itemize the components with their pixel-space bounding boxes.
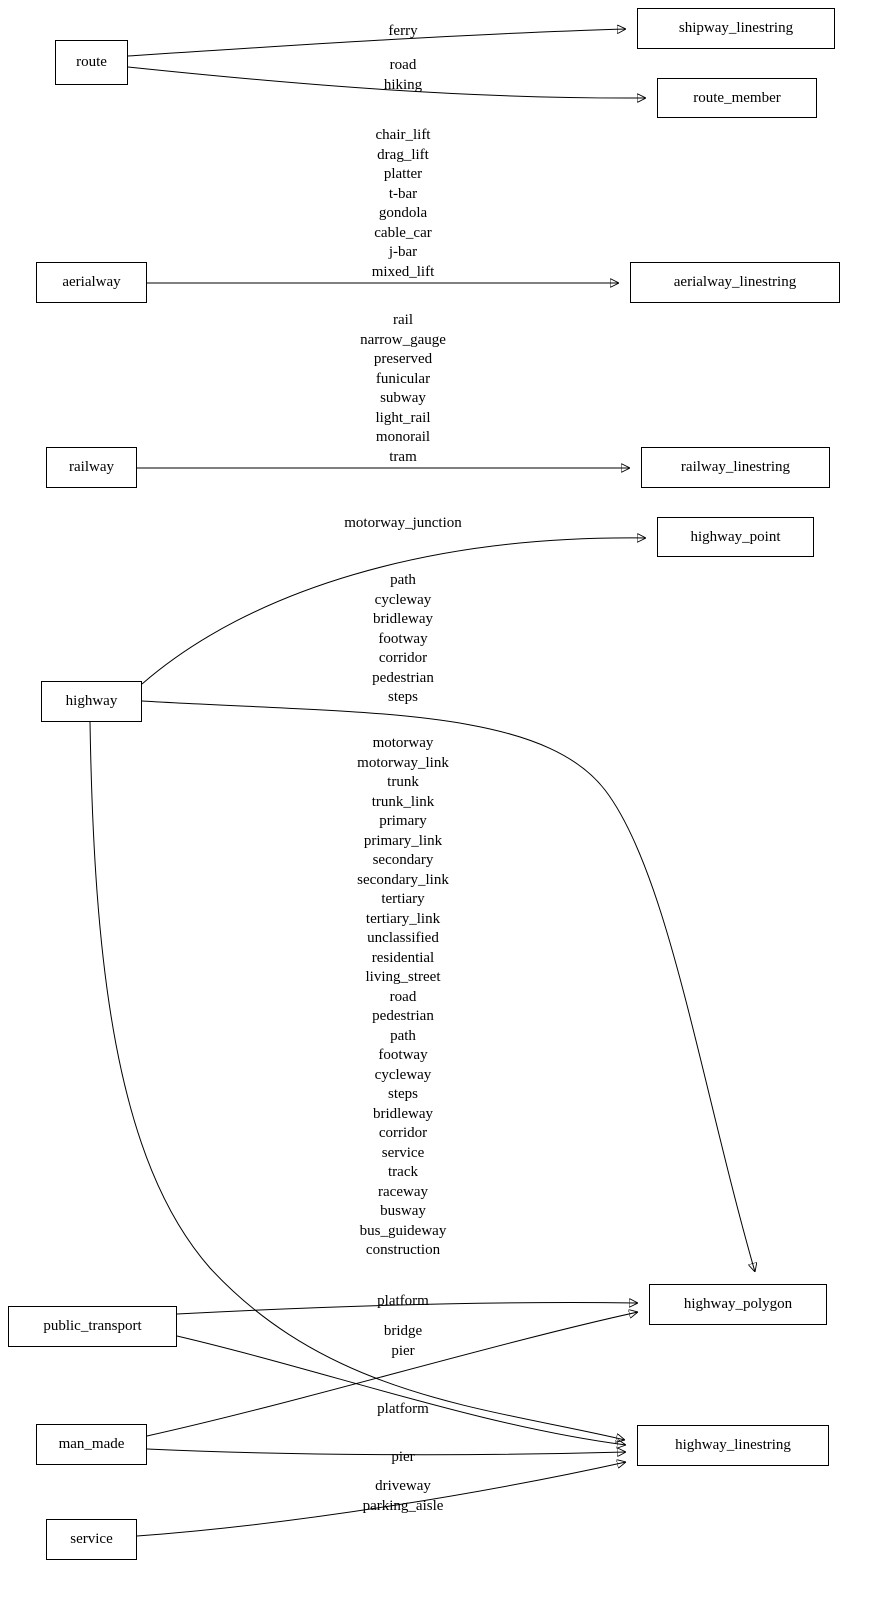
edge-label-man_made-polygon: bridge pier xyxy=(383,1323,423,1359)
edge-label-route-shipway: ferry xyxy=(388,23,418,39)
edge-highway-to-highway_linestring xyxy=(89,721,625,1440)
edge-label-public_transport-polygon: platform xyxy=(377,1293,429,1309)
node-highway_polygon: highway_polygon xyxy=(649,1284,827,1325)
edge-service-to-highway_linestring xyxy=(136,1462,626,1537)
edge-highway-to-highway_point xyxy=(141,538,646,685)
node-highway_point: highway_point xyxy=(657,517,814,557)
node-aerialway_linestring: aerialway_linestring xyxy=(630,262,840,303)
edge-label-railway: rail narrow_gauge preserved funicular su… xyxy=(360,312,446,465)
node-service: service xyxy=(46,1519,137,1560)
edge-man_made-to-highway_linestring xyxy=(146,1449,626,1455)
edge-public_transport-to-highway_linestring xyxy=(176,1335,626,1445)
edge-label-man_made-linestring: pier xyxy=(391,1449,415,1465)
edge-route-to-shipway_linestring xyxy=(127,29,626,57)
edge-label-highway-linestring: motorway motorway_link trunk trunk_link … xyxy=(357,735,449,1258)
edge-label-route-member: road hiking xyxy=(383,57,423,93)
edge-label-highway-polygon: path cycleway bridleway footway corridor… xyxy=(372,572,434,705)
node-railway: railway xyxy=(46,447,137,488)
edge-route-to-route_member xyxy=(127,66,646,98)
node-highway_linestring: highway_linestring xyxy=(637,1425,829,1466)
node-highway: highway xyxy=(41,681,142,722)
edge-label-aerialway: chair_lift drag_lift platter t-bar gondo… xyxy=(371,127,435,280)
node-shipway_linestring: shipway_linestring xyxy=(637,8,835,49)
node-man_made: man_made xyxy=(36,1424,147,1465)
edge-highway-to-highway_polygon xyxy=(141,700,755,1272)
edge-public_transport-to-highway_polygon xyxy=(176,1303,638,1315)
edge-label-service-linestring: driveway parking_aisle xyxy=(362,1478,444,1514)
node-route: route xyxy=(55,40,128,85)
edge-label-public_transport-linestring: platform xyxy=(377,1401,429,1417)
node-aerialway: aerialway xyxy=(36,262,147,303)
node-railway_linestring: railway_linestring xyxy=(641,447,830,488)
node-public_transport: public_transport xyxy=(8,1306,177,1347)
node-route_member: route_member xyxy=(657,78,817,118)
edge-man_made-to-highway_polygon xyxy=(146,1312,638,1437)
edge-label-highway-point: motorway_junction xyxy=(344,515,462,531)
